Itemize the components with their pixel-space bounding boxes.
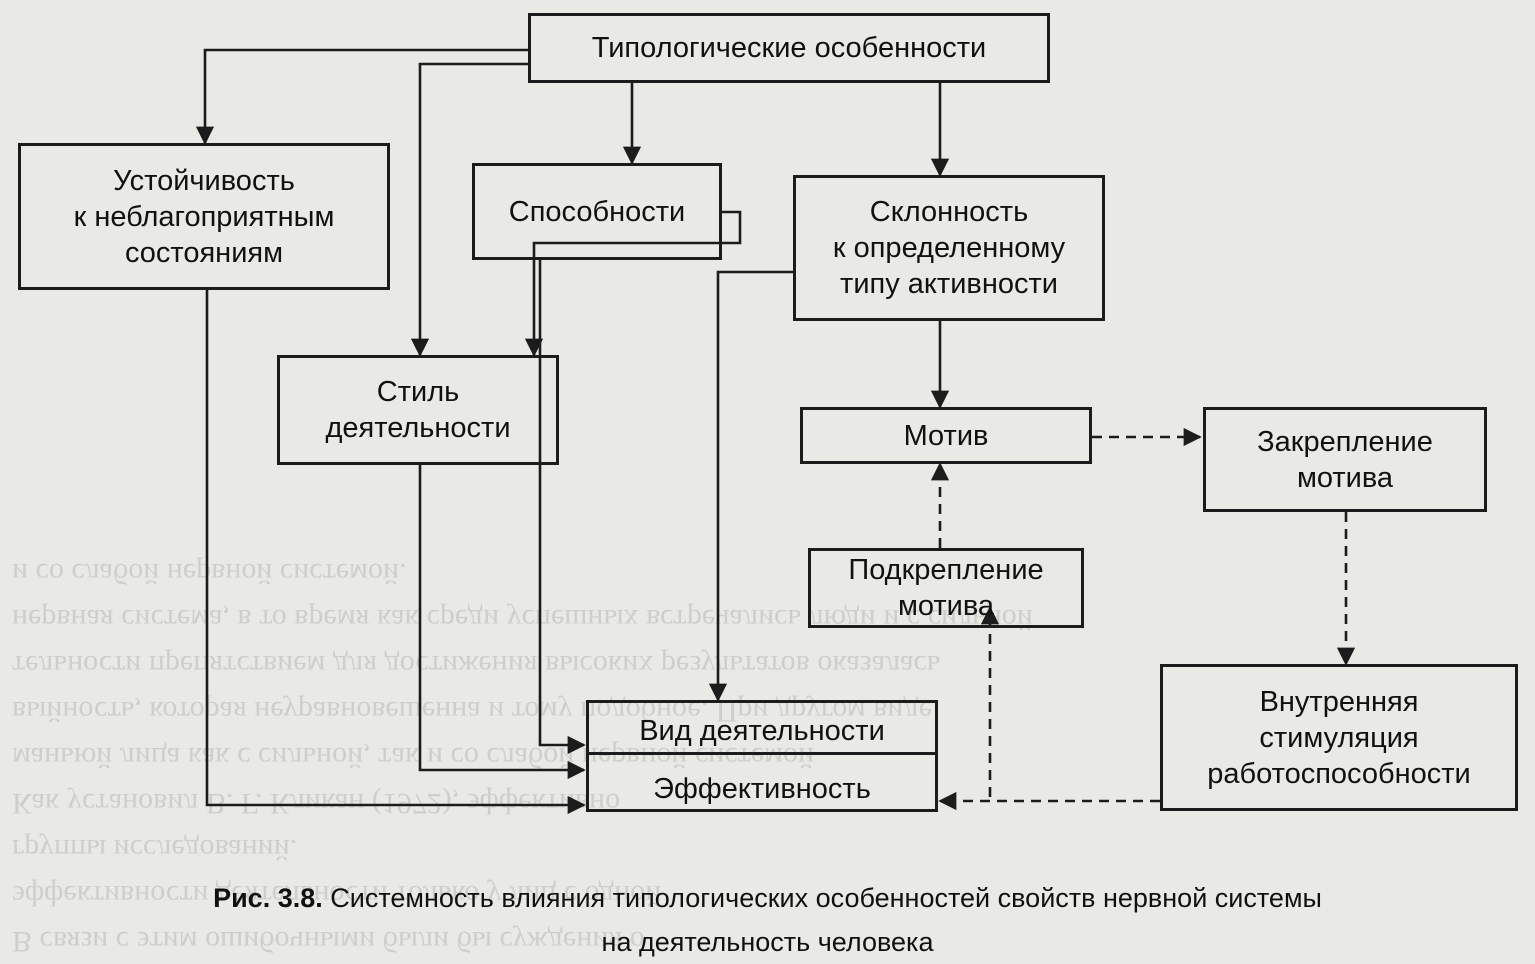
caption-prefix: Рис. 3.8. bbox=[213, 883, 323, 913]
box-typological-features: Типологические особенности bbox=[528, 13, 1050, 83]
figure-caption: Рис. 3.8. Системность влияния типологиче… bbox=[0, 878, 1535, 918]
activity-efficiency-divider bbox=[586, 752, 938, 755]
edge-stability-efficiency bbox=[205, 290, 586, 815]
box-label-line: Стиль bbox=[376, 376, 460, 408]
box-label-line: типу активности bbox=[840, 268, 1058, 300]
box-label: Вид деятельности bbox=[639, 715, 885, 747]
box-label-line: деятельности bbox=[325, 412, 511, 444]
figure-caption-continued: на деятельность человека bbox=[0, 922, 1535, 962]
caption-line-2: на деятельность человека bbox=[601, 927, 934, 957]
box-label-line: мотива bbox=[1296, 461, 1394, 494]
efficiency-label: Эффективность bbox=[653, 773, 871, 805]
box-label-line: Внутренняя bbox=[1259, 685, 1419, 718]
box-label-line: работоспособности bbox=[1207, 757, 1471, 790]
box-stability: Устойчивость к неблагоприятным состояния… bbox=[18, 143, 390, 290]
box-motive-fixation: Закрепление мотива bbox=[1203, 407, 1487, 512]
box-label-line: Устойчивость bbox=[113, 164, 295, 197]
box-activity-type: Вид деятельности Эффективность bbox=[586, 700, 938, 812]
edge-abilities-style bbox=[524, 210, 742, 357]
edge-typological-style bbox=[410, 62, 528, 357]
edge-abilities-efficiency bbox=[538, 260, 586, 755]
edge-style-efficiency bbox=[418, 465, 586, 780]
box-label-line: Закрепление bbox=[1257, 425, 1433, 458]
box-label: Типологические особенности bbox=[591, 32, 987, 64]
box-label-line: к неблагоприятным bbox=[73, 200, 335, 233]
box-activity-style: Стиль деятельности bbox=[277, 355, 559, 465]
box-label-line: Подкрепление bbox=[848, 554, 1044, 586]
box-motive-reinforcement: Подкрепление мотива bbox=[808, 548, 1084, 628]
box-label-line: Склонность bbox=[869, 196, 1029, 228]
box-label: Способности bbox=[508, 195, 686, 228]
box-inner-stimulation: Внутренняя стимуляция работоспособности bbox=[1160, 664, 1518, 811]
caption-line-1: Системность влияния типологических особе… bbox=[330, 883, 1322, 913]
box-label-line: стимуляция bbox=[1259, 721, 1419, 754]
box-label: Мотив bbox=[903, 419, 989, 452]
box-label-line: к определенному bbox=[832, 232, 1066, 264]
box-motive: Мотив bbox=[800, 407, 1092, 464]
box-tendency: Склонность к определенному типу активнос… bbox=[793, 175, 1105, 321]
edge-typological-stability bbox=[195, 48, 528, 145]
box-abilities: Способности bbox=[472, 163, 722, 260]
box-label-line: состояниям bbox=[124, 236, 284, 269]
box-label-line: мотива bbox=[897, 590, 995, 622]
edge-tendency-activity bbox=[708, 270, 793, 702]
